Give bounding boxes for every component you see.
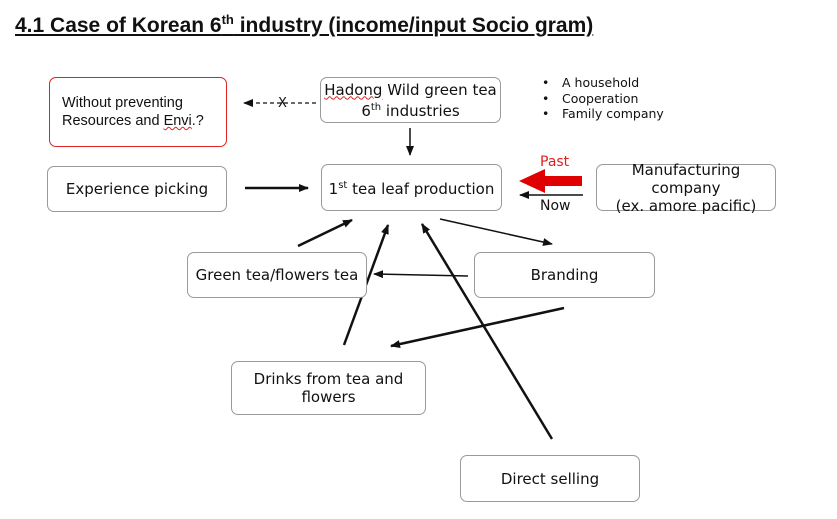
node-manufacturing-company: Manufacturing company(ex. amore pacific) [596,161,776,215]
bullet-item: Cooperation [540,91,664,107]
now-label: Now [540,198,571,214]
node-branding: Branding [474,252,655,298]
past-label: Past [540,154,570,170]
company-type-list: A household Cooperation Family company [540,75,664,122]
bullet-item: Family company [540,106,664,122]
arrow-production-to-branding [439,218,553,246]
node-tea-leaf-production: 1st tea leaf production [321,164,502,211]
node-direct-selling: Direct selling [460,455,640,502]
arrow-direct-to-production [420,223,554,440]
x-mark: X [278,96,287,111]
node-green-tea-flowers-tea: Green tea/flowers tea [187,252,367,298]
arrow-branding-to-drinks [390,306,565,348]
page-title: 4.1 Case of Korean 6th industry (income/… [15,12,594,37]
past-arrow [519,169,582,193]
node-experience-picking: Experience picking [47,166,227,212]
arrow-greentea-to-production [297,218,353,248]
bullet-item: A household [540,75,664,91]
